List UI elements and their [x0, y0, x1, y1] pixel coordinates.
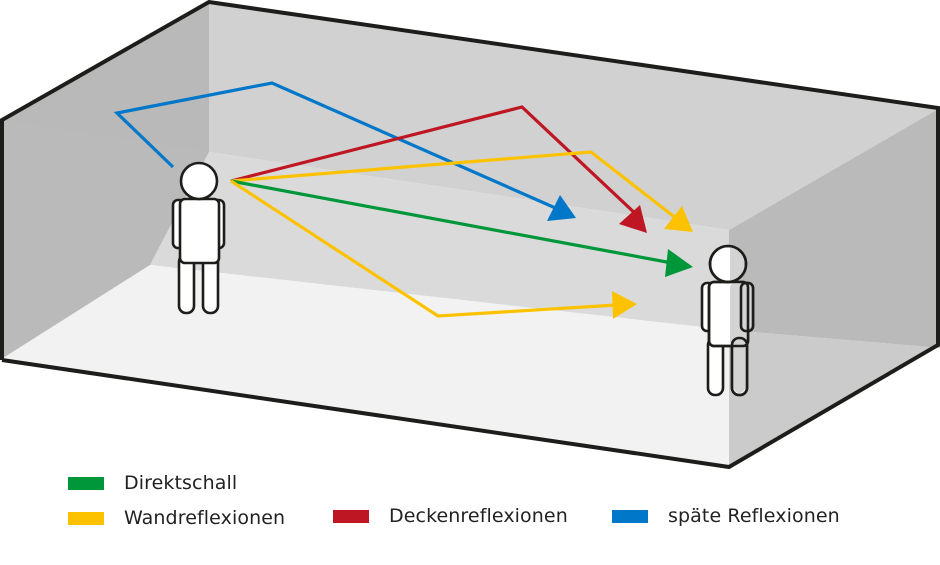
- arrowhead-wall-lower: [612, 291, 637, 319]
- floor: [0, 265, 729, 467]
- ray-ceiling: [230, 105, 642, 220]
- sound-rays: [113, 81, 693, 319]
- speaker-figure: [171, 161, 226, 315]
- left-wall-lower: [0, 120, 209, 360]
- legend-item-direct: Direktschall: [68, 472, 237, 494]
- ray-direct: [230, 179, 673, 265]
- legend-label-ceiling: Deckenreflexionen: [389, 505, 568, 527]
- legend-label-wall: Wandreflexionen: [124, 507, 286, 529]
- arrowhead-wall-upper: [664, 206, 693, 232]
- legend-swatch-wall: [68, 511, 104, 525]
- back-wall: [209, 1, 940, 230]
- back-wall-lower: [150, 152, 729, 330]
- legend-item-late: späte Reflexionen: [612, 505, 840, 527]
- right-floor: [729, 330, 940, 467]
- speaker-head: [179, 161, 219, 201]
- legend-swatch-late: [612, 509, 648, 523]
- right-wall: [729, 108, 940, 348]
- ray-late: [113, 81, 561, 212]
- ray-wall-lower: [230, 179, 617, 318]
- legend-item-ceiling: Deckenreflexionen: [333, 505, 568, 527]
- speaker-torso: [178, 197, 221, 265]
- legend-item-wall: Wandreflexionen: [68, 507, 285, 529]
- legend-swatch-ceiling: [333, 509, 369, 523]
- arrowhead-direct: [665, 249, 693, 277]
- listener-outline: [707, 244, 755, 397]
- ray-wall-upper: [230, 150, 678, 221]
- legend-swatch-direct: [68, 476, 104, 490]
- legend-label-direct: Direktschall: [124, 472, 238, 494]
- legend-label-late: späte Reflexionen: [668, 505, 840, 527]
- arrowhead-late: [547, 195, 576, 221]
- room-outline: [0, 0, 940, 470]
- arrowhead-ceiling: [619, 205, 647, 233]
